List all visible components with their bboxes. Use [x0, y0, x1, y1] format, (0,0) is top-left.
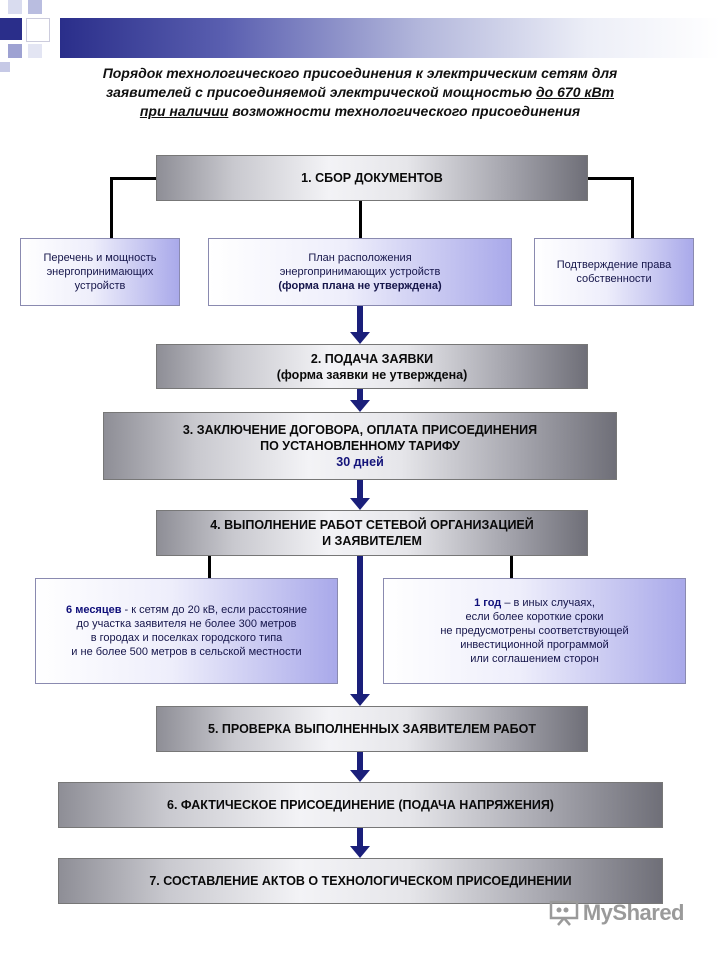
diagram-title: Порядок технологического присоединения к…: [40, 64, 680, 121]
step-4-label-line-1: 4. ВЫПОЛНЕНИЕ РАБОТ СЕТЕВОЙ ОРГАНИЗАЦИЕЙ: [210, 518, 534, 532]
term-1-year-line-4: инвестиционной программой: [460, 639, 609, 651]
step-2-note: (форма заявки не утверждена): [276, 367, 468, 382]
arrow-to-step-2-head: [350, 332, 370, 344]
header-squares-logo: [0, 0, 60, 80]
title-line-2: заявителей с присоединяемой электрическо…: [40, 83, 680, 102]
header-band: [60, 18, 720, 58]
connector-s1-center-v: [359, 201, 362, 238]
step-2-submit-application: 2. ПОДАЧА ЗАЯВКИ (форма заявки не утверж…: [156, 344, 588, 389]
arrow-to-step-6-shaft: [357, 752, 363, 770]
title-line-1: Порядок технологического присоединения к…: [102, 65, 618, 81]
connector-s4-right-v: [510, 556, 513, 578]
term-6-months-line-2: до участка заявителя не более 300 метров: [76, 618, 297, 630]
title-line-2-prefix: заявителей с присоединяемой электрическо…: [105, 84, 537, 100]
term-1-year-line-2: если более короткие сроки: [465, 611, 604, 623]
arrow-to-step-4-shaft: [357, 480, 363, 498]
document-ownership-proof-line-2: собственности: [576, 273, 652, 285]
step-5-label: 5. ПРОВЕРКА ВЫПОЛНЕННЫХ ЗАЯВИТЕЛЕМ РАБОТ: [208, 722, 536, 736]
document-ownership-proof: Подтверждение права собственности: [534, 238, 694, 306]
term-1-year: 1 год – в иных случаях, если более корот…: [383, 578, 686, 684]
term-6-months-line-4: и не более 500 метров в сельской местнос…: [71, 646, 302, 658]
document-device-list: Перечень и мощность энергопринимающих ус…: [20, 238, 180, 306]
term-1-year-duration: 1 год: [474, 597, 502, 609]
arrow-to-step-5-shaft: [357, 556, 363, 694]
title-line-3: при наличии возможности технологического…: [40, 102, 680, 121]
connector-s4-left-v: [208, 556, 211, 578]
term-1-year-line-3: не предусмотрены соответствующей: [440, 625, 629, 637]
arrow-to-step-7-shaft: [357, 828, 363, 846]
document-device-list-line-1: Перечень и мощность: [43, 252, 157, 264]
term-6-months-duration: 6 месяцев: [66, 604, 122, 616]
title-condition: при наличии: [139, 103, 229, 119]
term-6-months-line-3: в городах и поселках городского типа: [90, 632, 283, 644]
step-6-label: 6. ФАКТИЧЕСКОЕ ПРИСОЕДИНЕНИЕ (ПОДАЧА НАП…: [167, 798, 554, 812]
document-device-list-line-2: энергопринимающих: [46, 266, 154, 278]
title-line-3-rest: возможности технологического присоединен…: [228, 103, 581, 119]
step-3-duration: 30 дней: [336, 455, 384, 469]
step-6-actual-connection: 6. ФАКТИЧЕСКОЕ ПРИСОЕДИНЕНИЕ (ПОДАЧА НАП…: [58, 782, 663, 828]
term-1-year-line-1-rest: – в иных случаях,: [501, 597, 595, 609]
step-5-inspection: 5. ПРОВЕРКА ВЫПОЛНЕННЫХ ЗАЯВИТЕЛЕМ РАБОТ: [156, 706, 588, 752]
document-layout-plan-line-1: План расположения: [308, 252, 412, 264]
document-device-list-line-3: устройств: [74, 280, 126, 292]
arrow-to-step-2-shaft: [357, 306, 363, 332]
step-1-collect-documents: 1. СБОР ДОКУМЕНТОВ: [156, 155, 588, 201]
arrow-to-step-5-head: [350, 694, 370, 706]
document-layout-plan: План расположения энергопринимающих устр…: [208, 238, 512, 306]
arrow-to-step-3-head: [350, 400, 370, 412]
step-3-contract-payment: 3. ЗАКЛЮЧЕНИЕ ДОГОВОРА, ОПЛАТА ПРИСОЕДИН…: [103, 412, 617, 480]
step-4-label-line-2: И ЗАЯВИТЕЛЕМ: [322, 534, 422, 548]
connector-s1-left-h: [110, 177, 156, 180]
term-1-year-line-1: 1 год – в иных случаях,: [474, 596, 595, 610]
step-3-label-line-1: 3. ЗАКЛЮЧЕНИЕ ДОГОВОРА, ОПЛАТА ПРИСОЕДИН…: [182, 423, 538, 437]
term-6-months-line-1: 6 месяцев - к сетям до 20 кВ, если расст…: [66, 603, 307, 617]
watermark: MyShared: [549, 900, 685, 926]
connector-s1-left-v: [110, 177, 113, 238]
step-3-label-line-2: ПО УСТАНОВЛЕННОМУ ТАРИФУ: [260, 439, 460, 453]
step-2-label: 2. ПОДАЧА ЗАЯВКИ: [310, 351, 434, 366]
watermark-text: MyShared: [582, 900, 685, 925]
presentation-board-icon: [549, 900, 579, 926]
title-power-limit: до 670 кВт: [536, 84, 615, 100]
document-ownership-proof-line-1: Подтверждение права: [556, 259, 672, 271]
step-4-execute-works: 4. ВЫПОЛНЕНИЕ РАБОТ СЕТЕВОЙ ОРГАНИЗАЦИЕЙ…: [156, 510, 588, 556]
step-7-acts-drafting: 7. СОСТАВЛЕНИЕ АКТОВ О ТЕХНОЛОГИЧЕСКОМ П…: [58, 858, 663, 904]
arrow-to-step-6-head: [350, 770, 370, 782]
document-layout-plan-note: (форма плана не утверждена): [278, 280, 442, 292]
term-1-year-line-5: или соглашением сторон: [470, 653, 599, 665]
step-7-label: 7. СОСТАВЛЕНИЕ АКТОВ О ТЕХНОЛОГИЧЕСКОМ П…: [149, 874, 572, 888]
arrow-to-step-4-head: [350, 498, 370, 510]
term-6-months-line-1-rest: - к сетям до 20 кВ, если расстояние: [121, 604, 307, 616]
step-1-label: 1. СБОР ДОКУМЕНТОВ: [301, 171, 443, 185]
connector-s1-right-h: [588, 177, 634, 180]
connector-s1-right-v: [631, 177, 634, 238]
document-layout-plan-line-2: энергопринимающих устройств: [279, 266, 441, 278]
term-6-months: 6 месяцев - к сетям до 20 кВ, если расст…: [35, 578, 338, 684]
arrow-to-step-3-shaft: [357, 389, 363, 400]
arrow-to-step-7-head: [350, 846, 370, 858]
